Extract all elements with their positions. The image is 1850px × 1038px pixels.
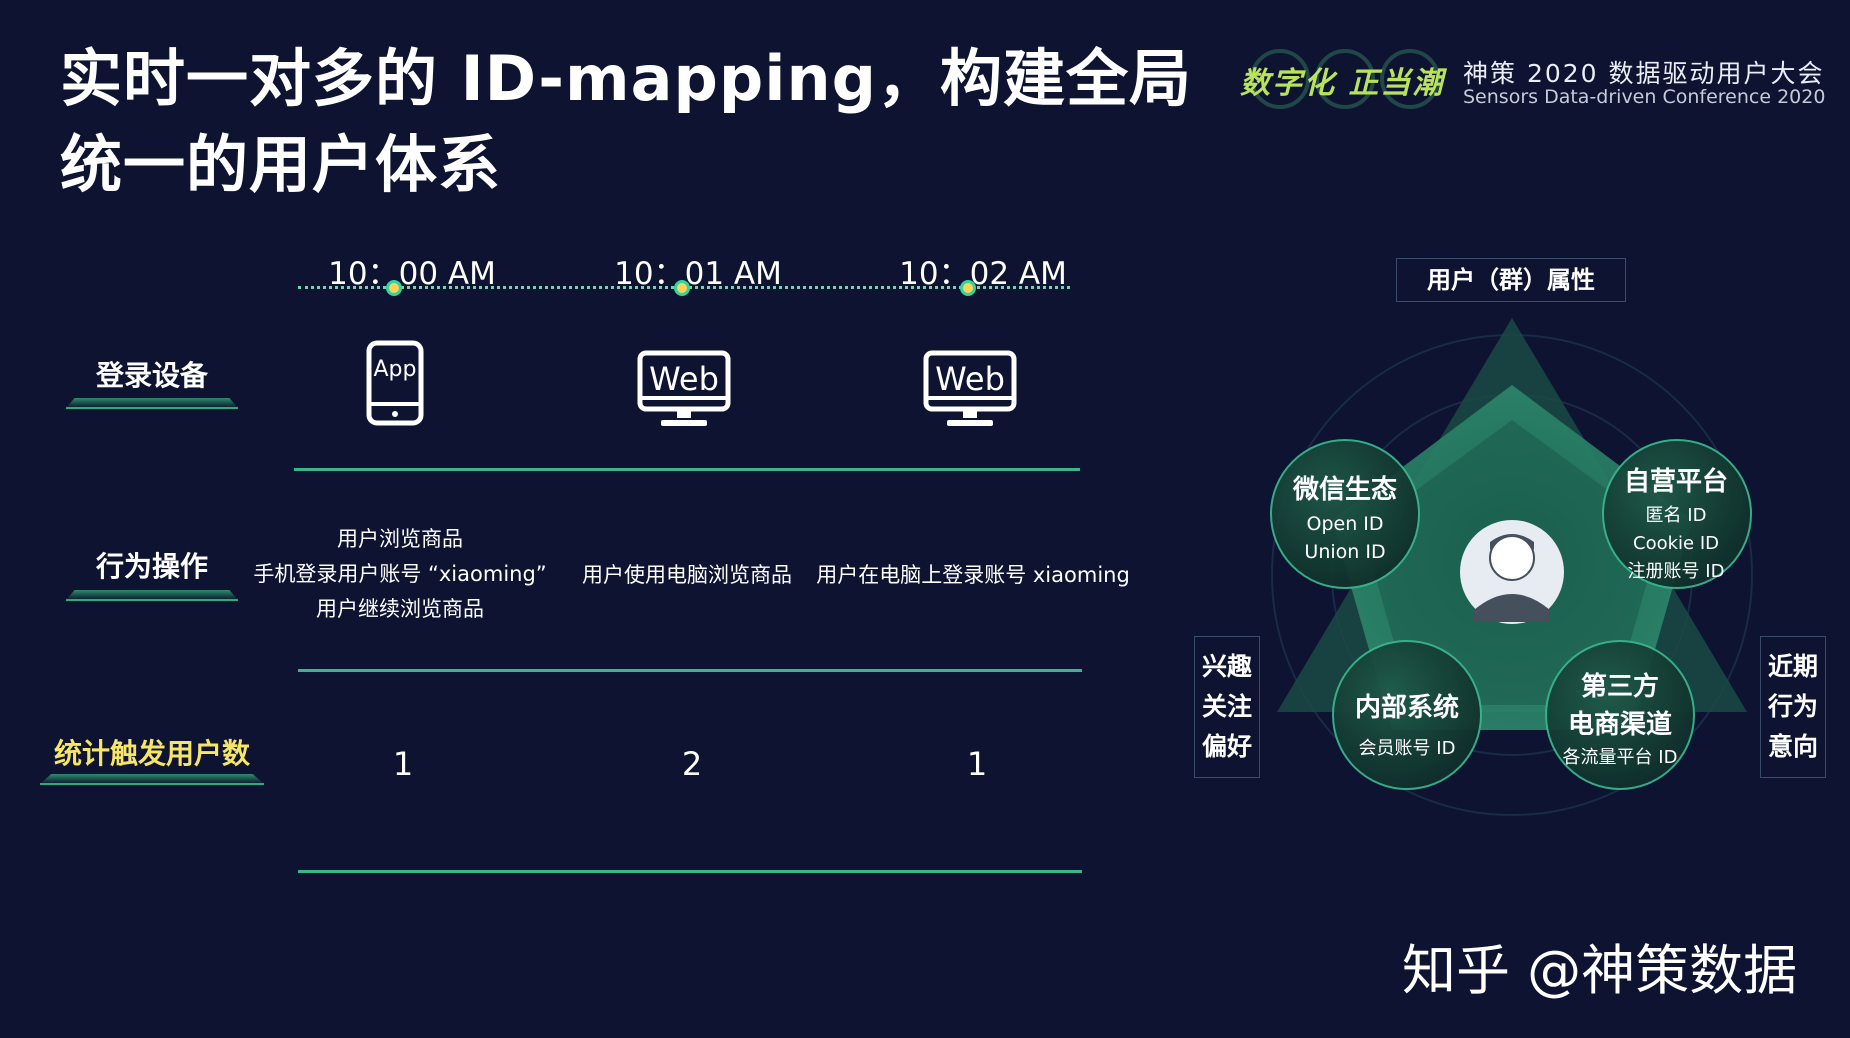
row-label-underline <box>66 398 238 408</box>
brand-name-en: Sensors Data-driven Conference 2020 <box>1463 86 1826 108</box>
timeline-dot-1 <box>386 280 402 296</box>
node-wechat: 微信生态 Open ID Union ID <box>1271 470 1419 566</box>
timeline-dot-2 <box>674 280 690 296</box>
timeline-time-2: 10：01 AM <box>614 256 782 292</box>
action-text: 用户继续浏览商品 <box>316 597 484 621</box>
row-separator <box>294 468 1080 471</box>
node-title: 自营平台 <box>1623 467 1728 497</box>
user-attribute-header: 用户（群）属性 <box>1396 258 1626 302</box>
action-text: 手机登录用户账号 “xiaoming” <box>253 562 547 586</box>
node-third-party: 第三方 电商渠道 各流量平台 ID <box>1546 668 1694 772</box>
page-title: 实时一对多的 ID-mapping，构建全局 统一的用户体系 <box>60 36 1192 208</box>
count-value-2: 2 <box>681 745 703 783</box>
node-item: Cookie ID <box>1633 533 1719 554</box>
action-text: 用户浏览商品 <box>337 527 463 551</box>
count-value-3: 1 <box>966 745 988 783</box>
node-title: 内部系统 <box>1354 693 1459 723</box>
node-item: 会员账号 ID <box>1358 738 1456 759</box>
timeline-time-3: 10：02 AM <box>899 256 1067 292</box>
node-item: 匿名 ID <box>1645 505 1707 526</box>
node-item: 各流量平台 ID <box>1562 747 1678 768</box>
phone-icon: App <box>366 340 424 426</box>
attribute-text: 兴趣 <box>1201 652 1252 681</box>
right-attribute-box: 近期 行为 意向 <box>1760 636 1826 778</box>
row-label-count: 统计触发用户数 <box>53 737 251 770</box>
row-label-underline <box>66 590 238 600</box>
attribute-text: 近期 <box>1767 652 1818 681</box>
brand-name-cn: 神策 2020 数据驱动用户大会 <box>1463 59 1825 88</box>
action-column-1: 用户浏览商品 手机登录用户账号 “xiaoming” 用户继续浏览商品 <box>253 522 546 627</box>
node-item: Open ID <box>1306 513 1384 535</box>
attribute-text: 关注 <box>1201 692 1252 721</box>
count-value-1: 1 <box>392 745 414 783</box>
row-label-action: 行为操作 <box>95 550 209 583</box>
brand-slogan: 数字化 正当潮 <box>1240 66 1445 101</box>
node-item: Union ID <box>1304 541 1386 563</box>
row-label-underline-edge <box>66 599 238 601</box>
attribute-text: 意向 <box>1767 732 1818 761</box>
action-column-2: 用户使用电脑浏览商品 <box>582 563 792 587</box>
row-separator <box>298 669 1082 672</box>
node-title: 微信生态 <box>1292 475 1397 505</box>
timeline-time-1: 10：00 AM <box>328 256 496 292</box>
monitor-icon: Web <box>923 350 1017 426</box>
title-line-2: 统一的用户体系 <box>60 128 502 201</box>
row-label-underline-edge <box>66 407 238 409</box>
attribute-text: 偏好 <box>1201 732 1252 761</box>
row-label-device: 登录设备 <box>95 359 209 392</box>
attribute-text: 行为 <box>1767 692 1818 721</box>
action-column-3: 用户在电脑上登录账号 xiaoming <box>816 563 1130 587</box>
watermark-text: 知乎 @神策数据 <box>1402 939 1798 1002</box>
device-label-web-1: Web <box>649 360 719 398</box>
left-attribute-box: 兴趣 关注 偏好 <box>1194 636 1260 778</box>
row-separator <box>298 870 1082 873</box>
node-internal-system: 内部系统 会员账号 ID <box>1333 688 1481 764</box>
device-label-app: App <box>374 357 417 382</box>
row-label-underline <box>40 774 264 784</box>
timeline-dot-3 <box>960 280 976 296</box>
node-title: 第三方 <box>1580 672 1659 702</box>
id-mapping-diagram <box>1270 318 1753 816</box>
device-label-web-2: Web <box>935 360 1005 398</box>
node-item: 注册账号 ID <box>1627 561 1725 582</box>
node-title: 电商渠道 <box>1567 710 1672 740</box>
user-avatar-icon <box>1486 536 1578 628</box>
row-label-underline-edge <box>40 783 264 785</box>
monitor-icon: Web <box>637 350 731 426</box>
title-line-1: 实时一对多的 ID-mapping，构建全局 <box>60 42 1192 115</box>
node-self-platform: 自营平台 匿名 ID Cookie ID 注册账号 ID <box>1602 462 1750 586</box>
conference-logo-icon <box>1250 49 1440 109</box>
